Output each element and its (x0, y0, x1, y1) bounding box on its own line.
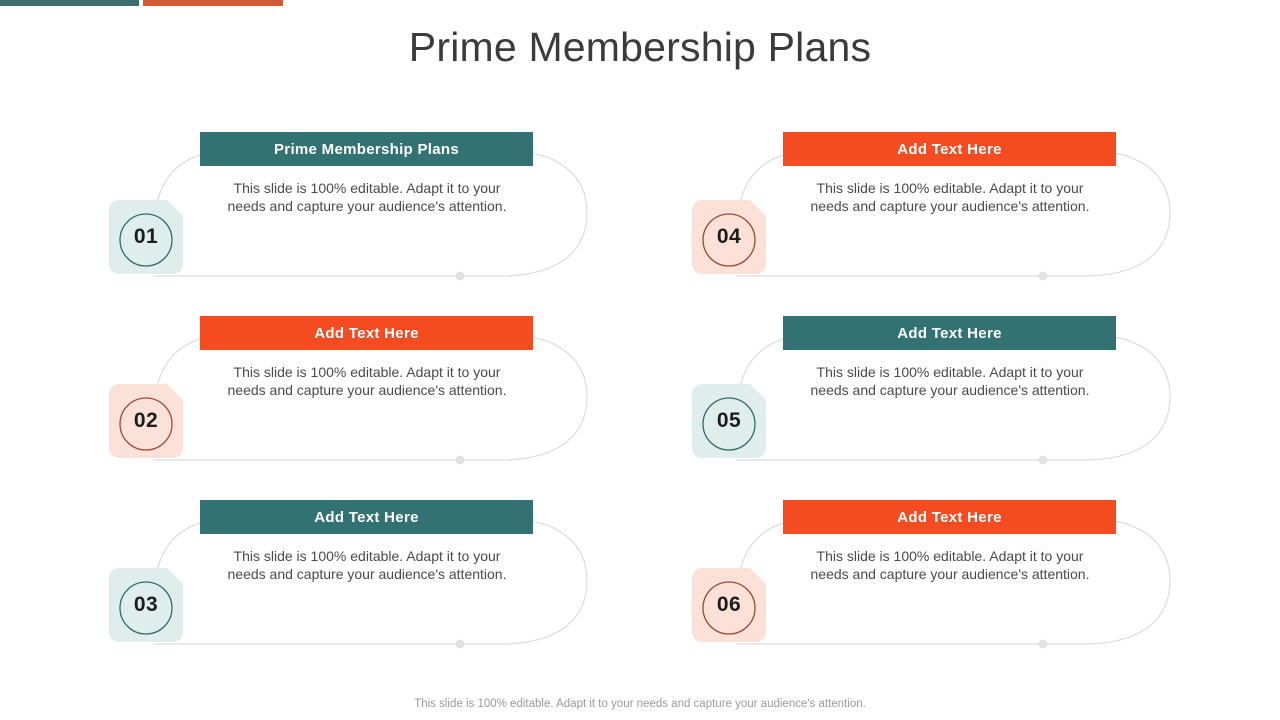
badge-shape-icon (109, 200, 183, 274)
item-heading-01: Prime Membership Plans (200, 132, 533, 166)
badge-shape-icon (109, 384, 183, 458)
item-card-01[interactable]: 01 Prime Membership Plans This slide is … (100, 126, 600, 312)
accent-bar-orange (143, 0, 283, 6)
item-body-04: This slide is 100% editable. Adapt it to… (810, 180, 1090, 214)
item-heading-05: Add Text Here (783, 316, 1116, 350)
items-grid: 01 Prime Membership Plans This slide is … (100, 126, 1183, 680)
item-body-03: This slide is 100% editable. Adapt it to… (227, 548, 507, 582)
item-body-01: This slide is 100% editable. Adapt it to… (227, 180, 507, 214)
number-badge-05: 05 (692, 384, 766, 458)
item-body-05: This slide is 100% editable. Adapt it to… (810, 364, 1090, 398)
number-badge-01: 01 (109, 200, 183, 274)
badge-number-label: 03 (133, 593, 159, 616)
badge-shape-icon (692, 384, 766, 458)
page-title: Prime Membership Plans (408, 24, 872, 70)
item-card-03[interactable]: 03 Add Text Here This slide is 100% edit… (100, 494, 600, 680)
number-badge-03: 03 (109, 568, 183, 642)
item-heading-04: Add Text Here (783, 132, 1116, 166)
top-accent-bar (0, 0, 1280, 6)
number-badge-06: 06 (692, 568, 766, 642)
item-card-02[interactable]: 02 Add Text Here This slide is 100% edit… (100, 310, 600, 496)
badge-number-label: 04 (716, 225, 742, 248)
badge-number-label: 06 (716, 593, 742, 616)
badge-number-label: 01 (133, 225, 159, 248)
item-card-06[interactable]: 06 Add Text Here This slide is 100% edit… (683, 494, 1183, 680)
badge-shape-icon (692, 200, 766, 274)
item-card-04[interactable]: 04 Add Text Here This slide is 100% edit… (683, 126, 1183, 312)
item-heading-03: Add Text Here (200, 500, 533, 534)
item-body-02: This slide is 100% editable. Adapt it to… (227, 364, 507, 398)
badge-number-label: 02 (133, 409, 159, 432)
item-card-05[interactable]: 05 Add Text Here This slide is 100% edit… (683, 310, 1183, 496)
item-heading-06: Add Text Here (783, 500, 1116, 534)
badge-shape-icon (692, 568, 766, 642)
item-heading-02: Add Text Here (200, 316, 533, 350)
number-badge-02: 02 (109, 384, 183, 458)
accent-bar-teal (0, 0, 139, 6)
badge-shape-icon (109, 568, 183, 642)
item-body-06: This slide is 100% editable. Adapt it to… (810, 548, 1090, 582)
badge-number-label: 05 (716, 409, 742, 432)
footer-note: This slide is 100% editable. Adapt it to… (414, 698, 866, 710)
number-badge-04: 04 (692, 200, 766, 274)
